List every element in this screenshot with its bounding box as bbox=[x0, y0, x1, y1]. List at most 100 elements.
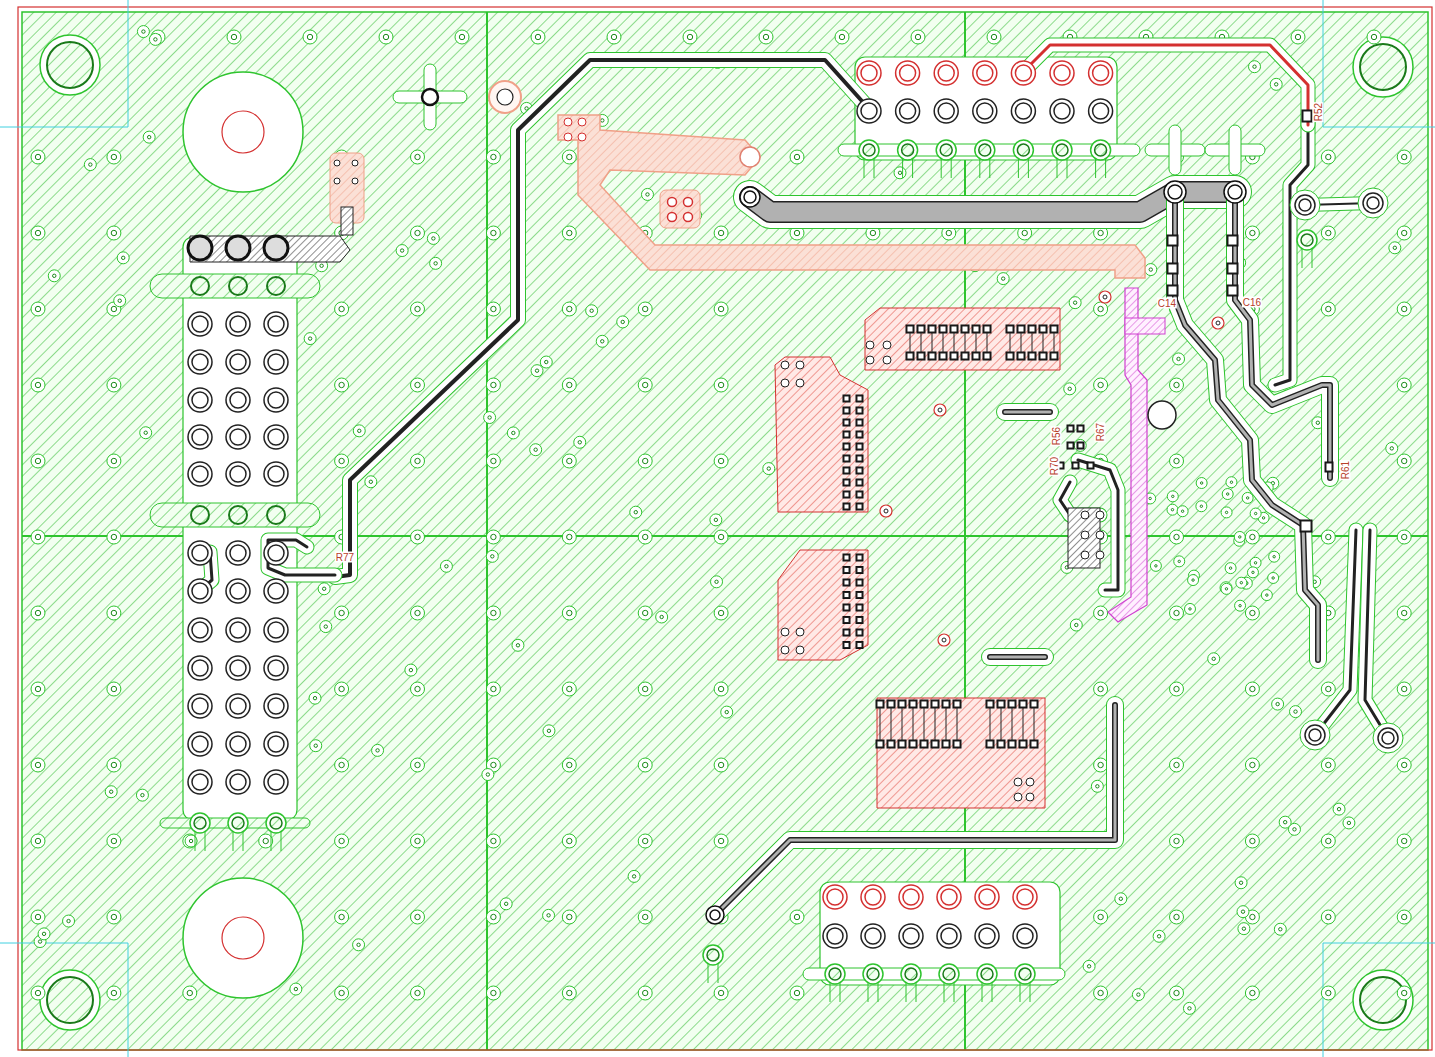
connector-pin bbox=[230, 429, 246, 445]
smd-pad bbox=[845, 469, 849, 473]
via bbox=[1188, 575, 1199, 586]
signal-trace-clearance bbox=[1275, 120, 1308, 385]
via bbox=[1250, 914, 1255, 919]
via bbox=[84, 159, 96, 171]
via bbox=[400, 249, 403, 252]
via bbox=[432, 237, 435, 240]
via bbox=[718, 838, 723, 843]
connector-pin bbox=[229, 277, 247, 295]
via bbox=[567, 990, 572, 995]
via bbox=[1098, 914, 1103, 919]
via bbox=[1402, 458, 1407, 463]
smd-pad bbox=[889, 742, 894, 747]
via bbox=[38, 940, 41, 943]
via bbox=[1170, 454, 1184, 468]
smd-pad bbox=[858, 493, 862, 497]
via bbox=[335, 986, 349, 1000]
resistor-body bbox=[976, 333, 977, 352]
via bbox=[189, 839, 192, 842]
smd-pad bbox=[1030, 354, 1035, 359]
connector-pin bbox=[977, 103, 993, 119]
connector-lead bbox=[951, 158, 952, 178]
via bbox=[643, 838, 648, 843]
via bbox=[718, 990, 723, 995]
connector-pin bbox=[1168, 185, 1182, 199]
via bbox=[486, 773, 489, 776]
via bbox=[574, 436, 586, 448]
via bbox=[1397, 454, 1411, 468]
via bbox=[136, 789, 148, 801]
via bbox=[938, 634, 950, 646]
board-outline bbox=[18, 7, 1432, 1050]
smd-pad bbox=[845, 421, 849, 425]
via bbox=[1196, 501, 1207, 512]
connector-pin bbox=[188, 312, 212, 336]
via bbox=[486, 302, 500, 316]
via bbox=[1177, 357, 1180, 360]
connector-pin bbox=[226, 462, 250, 486]
via bbox=[601, 119, 604, 122]
via bbox=[107, 834, 121, 848]
via bbox=[53, 274, 56, 277]
smd-pad bbox=[856, 455, 863, 462]
via bbox=[1326, 306, 1331, 311]
connector-lead bbox=[708, 963, 709, 983]
fiducial-mark bbox=[1229, 125, 1241, 175]
connector-pin bbox=[707, 949, 719, 961]
via bbox=[31, 302, 45, 316]
via bbox=[415, 230, 420, 235]
via bbox=[149, 33, 161, 45]
smd-pad bbox=[985, 327, 990, 332]
via bbox=[339, 382, 344, 387]
smd-pad bbox=[963, 327, 968, 332]
connector-lead bbox=[840, 982, 841, 1002]
smd-pad bbox=[920, 740, 928, 748]
via bbox=[547, 914, 550, 917]
via bbox=[547, 729, 550, 732]
connector-pin bbox=[1013, 885, 1037, 909]
smd-pad bbox=[1227, 285, 1238, 296]
via bbox=[1170, 530, 1184, 544]
via bbox=[31, 986, 45, 1000]
via bbox=[445, 565, 448, 568]
via bbox=[714, 758, 728, 772]
connector-pin bbox=[979, 889, 995, 905]
via bbox=[415, 534, 420, 539]
component-pad bbox=[341, 207, 353, 235]
via bbox=[567, 534, 572, 539]
via bbox=[567, 762, 572, 767]
via bbox=[1174, 534, 1179, 539]
via bbox=[1321, 682, 1335, 696]
via bbox=[1252, 571, 1254, 573]
via bbox=[1262, 517, 1264, 519]
smd-pad bbox=[856, 629, 863, 636]
smd-pad bbox=[900, 702, 905, 707]
smd-pad bbox=[950, 352, 958, 360]
smd-pad bbox=[1169, 287, 1177, 295]
via bbox=[1386, 442, 1398, 454]
via bbox=[35, 230, 40, 235]
via bbox=[1321, 150, 1335, 164]
smd-pad bbox=[999, 702, 1004, 707]
via bbox=[796, 646, 804, 654]
connector-pin bbox=[857, 61, 881, 85]
connector-pin bbox=[896, 99, 920, 123]
pad bbox=[422, 89, 438, 105]
smd-pad bbox=[939, 352, 947, 360]
reference-designator: C14 bbox=[1157, 298, 1177, 309]
smd-pad bbox=[843, 554, 850, 561]
smd-pad bbox=[997, 700, 1005, 708]
connector-lead bbox=[1020, 982, 1021, 1002]
smd-pad bbox=[858, 505, 862, 509]
via bbox=[491, 230, 496, 235]
via bbox=[1170, 378, 1184, 392]
via bbox=[567, 838, 572, 843]
via bbox=[491, 686, 496, 691]
via bbox=[111, 610, 116, 615]
via bbox=[48, 270, 60, 282]
via bbox=[596, 335, 608, 347]
via bbox=[796, 628, 804, 636]
connector-pin bbox=[264, 388, 288, 412]
connector-pin bbox=[264, 770, 288, 794]
connector-pin bbox=[1228, 185, 1242, 199]
